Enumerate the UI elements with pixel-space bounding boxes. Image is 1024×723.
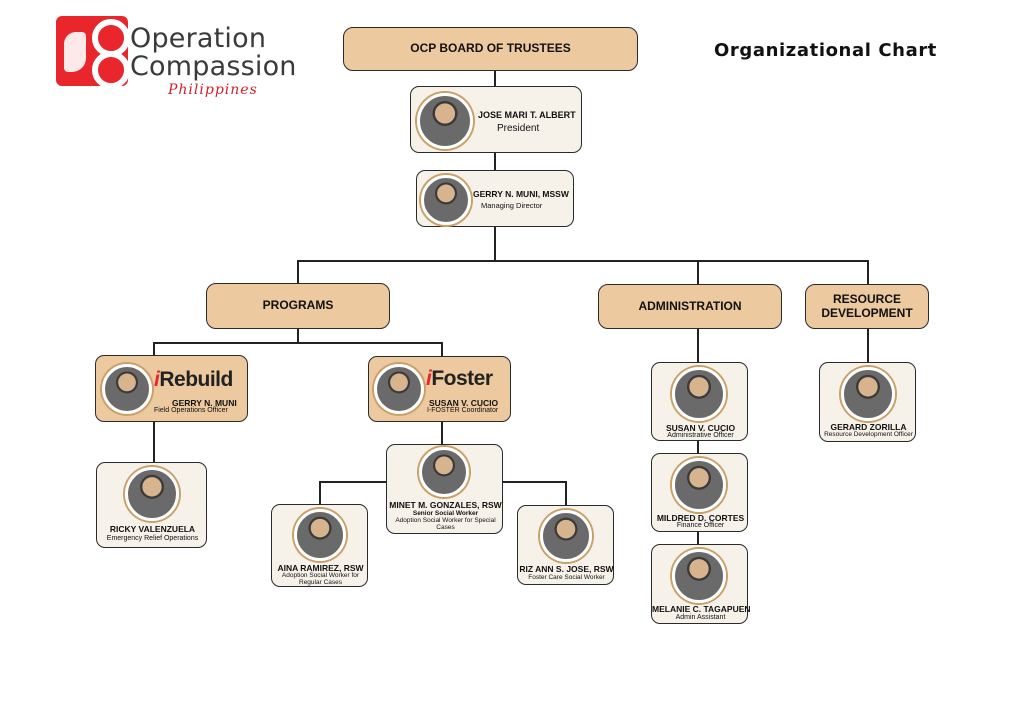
avatar [672,367,726,421]
avatar [294,509,346,561]
logo-line-1: Operation [130,23,267,54]
minet-title: Senior Social Worker [412,510,479,517]
logo-mark-icon [56,16,130,89]
minet-role: Adoption Social Worker for Special Cases [395,517,496,532]
director-name: GERRY N. MUNI, MSSW [473,189,569,199]
riz-role: Foster Care Social Worker [528,574,605,581]
avatar [421,175,471,225]
board-box: OCP BOARD OF TRUSTEES [343,27,638,71]
ifoster-role: I-FOSTER Coordinator [427,407,499,414]
president-role: President [497,123,540,134]
irebuild-card: iRebuild GERRY N. MUNI Field Operations … [95,355,248,422]
logo-tagline: Philippines [168,82,258,98]
aina-card: AINA RAMIREZ, RSW Adoption Social Worker… [271,504,368,587]
administration-box: ADMINISTRATION [598,284,782,329]
melanie-name: MELANIE C. TAGAPUEN [652,604,751,614]
avatar [102,364,152,414]
avatar [672,549,726,603]
melanie-role: Admin Assistant [675,614,726,621]
ifoster-brand: iFoster [426,367,493,390]
president-card: JOSE MARI T. ALBERT President [410,86,582,153]
avatar [417,93,473,149]
gerard-name: GERARD ZORILLA [830,422,907,432]
melanie-card: MELANIE C. TAGAPUEN Admin Assistant [651,544,751,624]
avatar [672,458,726,512]
director-card: GERRY N. MUNI, MSSW Managing Director [416,170,574,227]
aina-name: AINA RAMIREZ, RSW [277,563,364,573]
irebuild-name: GERRY N. MUNI [172,398,237,408]
avatar [125,467,179,521]
susan-admin-name: SUSAN V. CUCIO [665,423,736,433]
mildred-card: MILDRED D. CORTES Finance Officer [651,453,748,532]
logo-line-2: Compassion [130,51,297,82]
programs-box: PROGRAMS [206,283,390,329]
avatar [374,364,424,414]
riz-name: RIZ ANN S. JOSE, RSW [519,564,614,574]
aina-role: Adoption Social Worker for Regular Cases [281,572,360,587]
avatar [841,367,895,421]
irebuild-role: Field Operations Officer [154,407,228,414]
minet-card: MINET M. GONZALES, RSW Senior Social Wor… [386,444,503,534]
gerard-card: GERARD ZORILLA Resource Development Offi… [819,362,916,442]
director-role: Managing Director [481,201,543,210]
ocp-logo: Operation Compassion Philippines [56,16,296,102]
ricky-role: Emergency Relief Operations [106,535,199,542]
resource-development-box: RESOURCE DEVELOPMENT [805,284,929,329]
president-name: JOSE MARI T. ALBERT [478,110,576,120]
ricky-card: RICKY VALENZUELA Emergency Relief Operat… [96,462,207,548]
susan-admin-role: Administrative Officer [667,432,734,439]
mildred-name: MILDRED D. CORTES [656,513,745,523]
ifoster-name: SUSAN V. CUCIO [429,398,499,408]
ricky-name: RICKY VALENZUELA [109,524,196,534]
avatar [419,447,469,497]
avatar [540,510,592,562]
mildred-role: Finance Officer [676,522,725,529]
riz-card: RIZ ANN S. JOSE, RSW Foster Care Social … [517,505,614,585]
minet-name: MINET M. GONZALES, RSW [389,500,502,510]
irebuild-brand: iRebuild [154,368,233,391]
gerard-role: Resource Development Officer [824,431,913,438]
ifoster-card: iFoster SUSAN V. CUCIO I-FOSTER Coordina… [368,356,511,422]
chart-title: Organizational Chart [714,40,938,61]
susan-admin-card: SUSAN V. CUCIO Administrative Officer [651,362,748,441]
